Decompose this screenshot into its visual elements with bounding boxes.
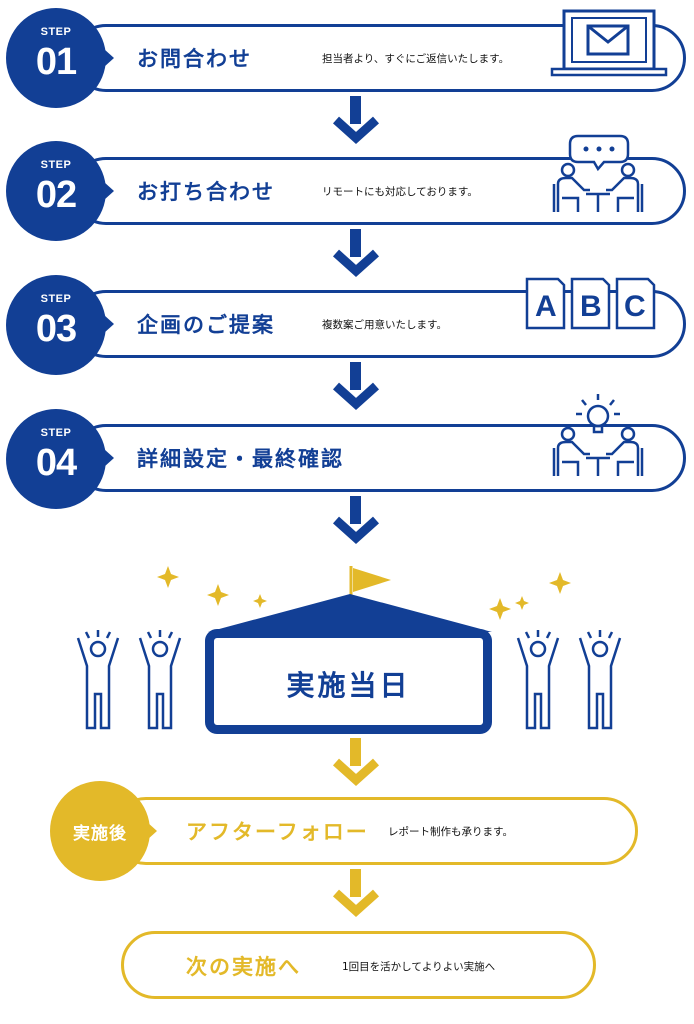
down-arrow-icon [332, 229, 380, 278]
step-desc: 担当者より、すぐにご返信いたします。 [322, 53, 510, 65]
step-badge-03: STEP 03 [6, 275, 106, 375]
after-card [112, 797, 638, 865]
step-label: STEP [40, 427, 72, 439]
abc-documents-icon: A B C [525, 277, 656, 330]
step-pointer [104, 182, 114, 200]
step-label: STEP [40, 26, 72, 38]
next-card [121, 931, 596, 999]
after-badge: 実施後 [50, 781, 150, 881]
step-badge-04: STEP 04 [6, 409, 106, 509]
cheering-people-right-icon [516, 630, 622, 730]
down-arrow-icon [332, 738, 380, 787]
step-title: 企画のご提案 [137, 313, 275, 337]
step-label: STEP [40, 159, 72, 171]
laptop-mail-icon [550, 9, 668, 77]
step-number: 02 [35, 174, 77, 216]
down-arrow-icon [332, 869, 380, 918]
meeting-idea-icon [552, 394, 644, 476]
after-badge-label: 実施後 [73, 824, 127, 844]
step-badge-01: STEP 01 [6, 8, 106, 108]
step-number: 03 [35, 308, 77, 350]
step-card-04 [72, 424, 686, 492]
step-desc: リモートにも対応しております。 [322, 186, 478, 198]
step-title: お問合わせ [137, 47, 252, 71]
after-title: アフターフォロー [186, 820, 369, 844]
step-number: 04 [35, 442, 77, 484]
svg-text:A: A [535, 290, 557, 323]
svg-text:B: B [580, 290, 602, 323]
next-desc: 1回目を活かしてよりよい実施へ [342, 961, 496, 973]
after-pointer [147, 822, 157, 840]
meeting-icon [552, 134, 644, 212]
step-title: お打ち合わせ [137, 180, 275, 204]
step-pointer [104, 449, 114, 467]
down-arrow-icon [332, 362, 380, 411]
down-arrow-icon [332, 96, 380, 145]
sparkle-icons [157, 566, 571, 620]
step-badge-02: STEP 02 [6, 141, 106, 241]
step-title: 詳細設定・最終確認 [137, 447, 344, 471]
step-pointer [104, 315, 114, 333]
step-label: STEP [40, 293, 72, 305]
event-box [205, 629, 492, 734]
down-arrow-icon [332, 496, 380, 545]
step-desc: 複数案ご用意いたします。 [322, 319, 447, 331]
next-title: 次の実施へ [186, 955, 301, 979]
flag-tent-icon [208, 566, 492, 632]
svg-text:C: C [624, 290, 646, 323]
event-title: 実施当日 [286, 669, 411, 702]
cheering-people-left-icon [76, 630, 182, 730]
after-desc: レポート制作も承ります。 [388, 826, 513, 838]
step-number: 01 [35, 41, 77, 83]
step-pointer [104, 49, 114, 67]
